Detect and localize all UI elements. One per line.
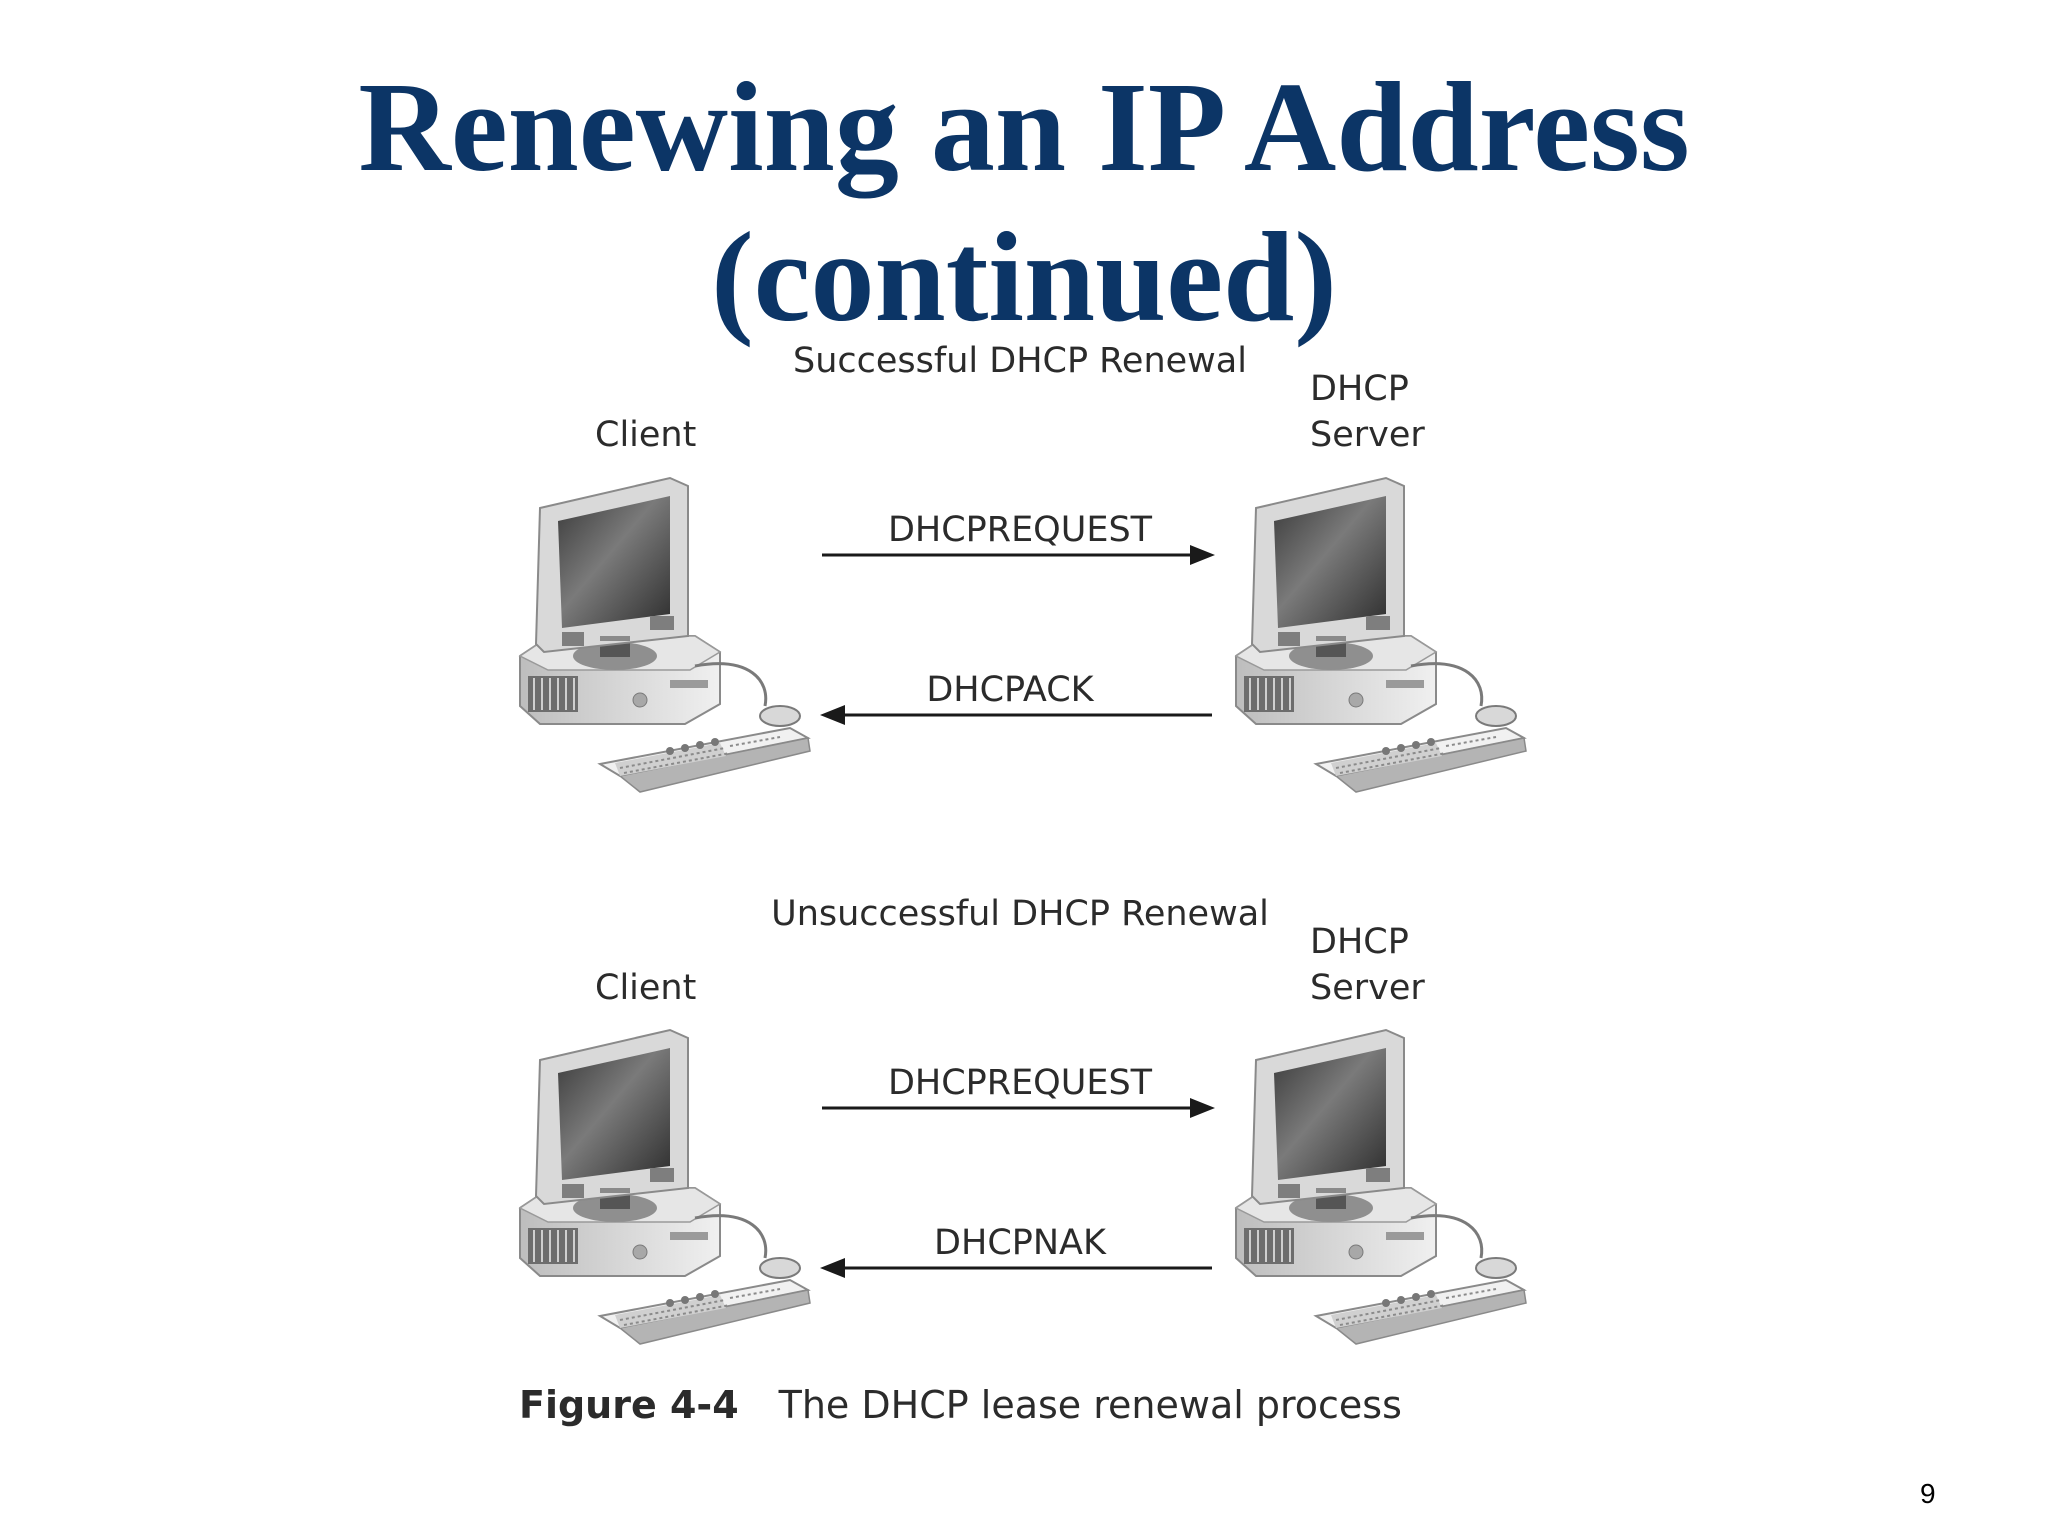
figure-number: Figure 4-4 bbox=[519, 1383, 739, 1427]
figure-caption-text: The DHCP lease renewal process bbox=[778, 1383, 1402, 1427]
unsuccessful-renewal-heading: Unsuccessful DHCP Renewal bbox=[771, 894, 1269, 934]
client-label-successful: Client bbox=[595, 415, 697, 455]
slide-title-line-2: (continued) bbox=[711, 206, 1337, 348]
dhcprequest-label-successful: DHCPREQUEST bbox=[887, 510, 1153, 550]
figure-caption: Figure 4-4 The DHCP lease renewal process bbox=[519, 1383, 1402, 1427]
client-label-unsuccessful: Client bbox=[595, 968, 697, 1008]
server-computer-icon-successful bbox=[1234, 476, 1528, 794]
reply-arrow-head-successful bbox=[820, 705, 845, 725]
slide-title-line-1: Renewing an IP Address bbox=[358, 56, 1690, 198]
dhcpack-label: DHCPACK bbox=[926, 670, 1094, 710]
client-computer-icon-unsuccessful bbox=[518, 1028, 812, 1346]
reply-arrow-head-unsuccessful bbox=[820, 1258, 845, 1278]
server-label-line-2-successful: Server bbox=[1310, 415, 1425, 455]
server-label-line-1-successful: DHCP bbox=[1310, 369, 1409, 409]
successful-renewal-heading: Successful DHCP Renewal bbox=[793, 341, 1247, 381]
client-computer-icon-successful bbox=[518, 476, 812, 794]
request-arrow-head-unsuccessful bbox=[1190, 1098, 1215, 1118]
server-computer-icon-unsuccessful bbox=[1234, 1028, 1528, 1346]
request-arrow-head-successful bbox=[1190, 545, 1215, 565]
dhcprequest-label-unsuccessful: DHCPREQUEST bbox=[887, 1063, 1153, 1103]
server-label-line-1-unsuccessful: DHCP bbox=[1310, 922, 1409, 962]
slide-title: Renewing an IP Address (continued) bbox=[0, 52, 2048, 352]
page-number: 9 bbox=[1920, 1478, 1936, 1509]
server-label-line-2-unsuccessful: Server bbox=[1310, 968, 1425, 1008]
dhcpnak-label: DHCPNAK bbox=[934, 1223, 1106, 1263]
